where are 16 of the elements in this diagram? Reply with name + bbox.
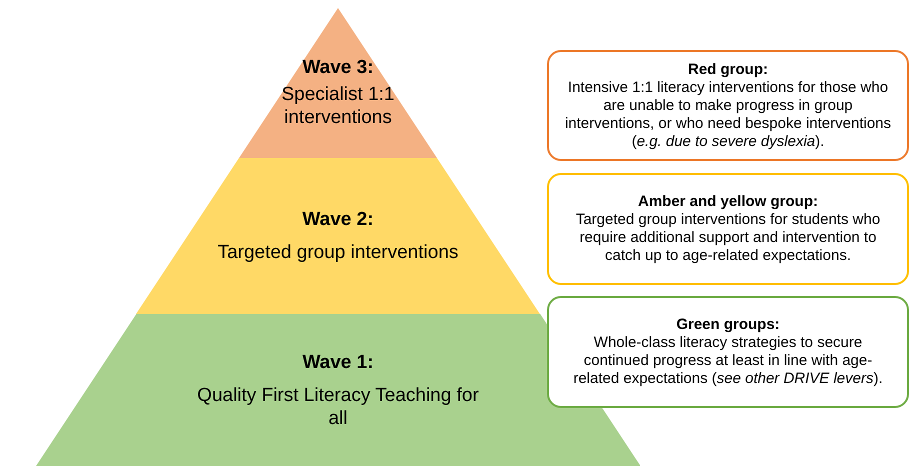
card-heading: Green groups: [676,316,780,334]
card-heading: Red group: [688,60,768,78]
tier-title: Wave 2: [302,208,374,231]
description-card [547,50,909,161]
tier-description: Targeted group interventions [218,241,458,264]
tier-description: Quality First Literacy Teaching for all [196,384,480,430]
tier-description: Specialist 1:1 interventions [280,82,396,128]
card-heading: Amber and yellow group: [638,193,818,211]
card-text: Intensive 1:1 literacy interventions for those who are unable to make progress in group interventions, or who need bespoke interventions (e.g. due to severe dyslexia). [564,78,892,150]
tier-title: Wave 1: [302,350,374,374]
card-text: Whole-class literacy strategies to secure continued progress at least in line with age-related expectations (see other DRIVE levers). [572,334,884,388]
pyramid-tier [136,158,540,314]
card-text: Targeted group interventions for students who require additional support and intervention to catch up to age-related expectations. [574,211,882,265]
description-card [547,296,909,408]
tier-title: Wave 3: [302,56,374,78]
description-card [547,173,909,285]
